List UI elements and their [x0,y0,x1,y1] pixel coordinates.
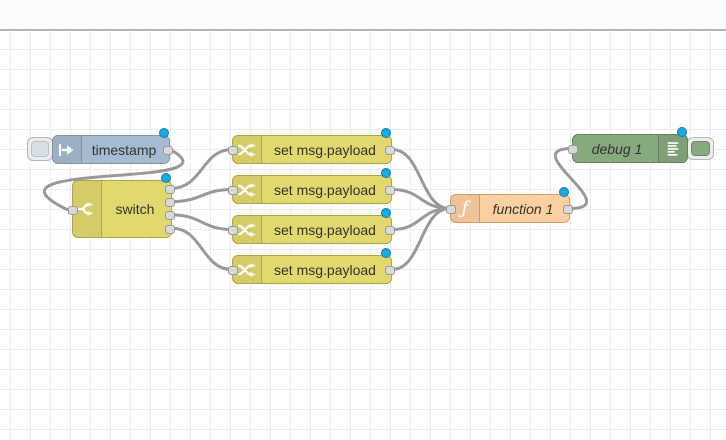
node-label: debug 1 [591,140,643,157]
node-label: set msg.payload [274,181,376,198]
node-change-1[interactable]: set msg.payload [228,128,395,164]
svg-text:ƒ: ƒ [458,199,472,219]
output-port-1[interactable] [165,184,175,194]
wire-switch3-change3[interactable] [170,213,234,231]
node-label: switch [115,201,155,217]
node-inject-timestamp[interactable]: timestamp [52,128,173,164]
input-port[interactable] [446,205,456,214]
output-port-2[interactable] [165,198,175,208]
input-port[interactable] [228,226,238,235]
changed-indicator [381,168,391,178]
output-port[interactable] [163,146,173,155]
changed-indicator [381,128,391,138]
debug-icon [658,135,687,162]
node-label: timestamp [91,141,157,158]
node-label: set msg.payload [274,141,376,158]
output-port-4[interactable] [165,224,175,234]
node-debug-1[interactable]: debug 1 [568,127,688,163]
node-change-4[interactable]: set msg.payload [228,248,395,284]
changed-indicator [677,127,687,137]
node-change-3[interactable]: set msg.payload [228,208,395,244]
top-bar [0,0,726,31]
wire-change4-function[interactable] [390,207,452,271]
inject-icon [53,136,82,163]
changed-indicator [559,187,569,197]
output-port[interactable] [385,226,395,235]
input-port[interactable] [228,146,238,155]
wire-timestamp-switch[interactable] [43,148,185,211]
input-port[interactable] [228,186,238,195]
debug-toggle-button-face [691,141,710,156]
changed-indicator [161,173,171,183]
output-port[interactable] [385,266,395,275]
node-change-2[interactable]: set msg.payload [228,168,395,204]
input-port[interactable] [228,266,238,275]
node-switch[interactable]: switch [68,173,175,238]
node-label: function 1 [492,200,554,217]
wire-function-debug[interactable] [554,147,588,210]
changed-indicator [381,208,391,218]
changed-indicator [381,248,391,258]
node-label: set msg.payload [274,221,376,238]
node-function-1[interactable]: ƒ function 1 [446,187,573,223]
inject-trigger-button[interactable] [27,137,53,161]
wire-switch1-change1[interactable] [170,148,234,190]
wire-switch4-change4[interactable] [170,226,234,271]
output-port[interactable] [563,205,573,214]
input-port[interactable] [68,205,78,215]
output-port[interactable] [385,146,395,155]
output-port[interactable] [385,186,395,195]
wire-switch2-change2[interactable] [170,188,234,204]
changed-indicator [159,128,169,138]
inject-trigger-button-face [31,141,49,157]
input-port[interactable] [568,145,578,154]
node-label: set msg.payload [274,261,376,278]
output-port-3[interactable] [165,211,175,221]
function-icon: ƒ [451,195,480,222]
